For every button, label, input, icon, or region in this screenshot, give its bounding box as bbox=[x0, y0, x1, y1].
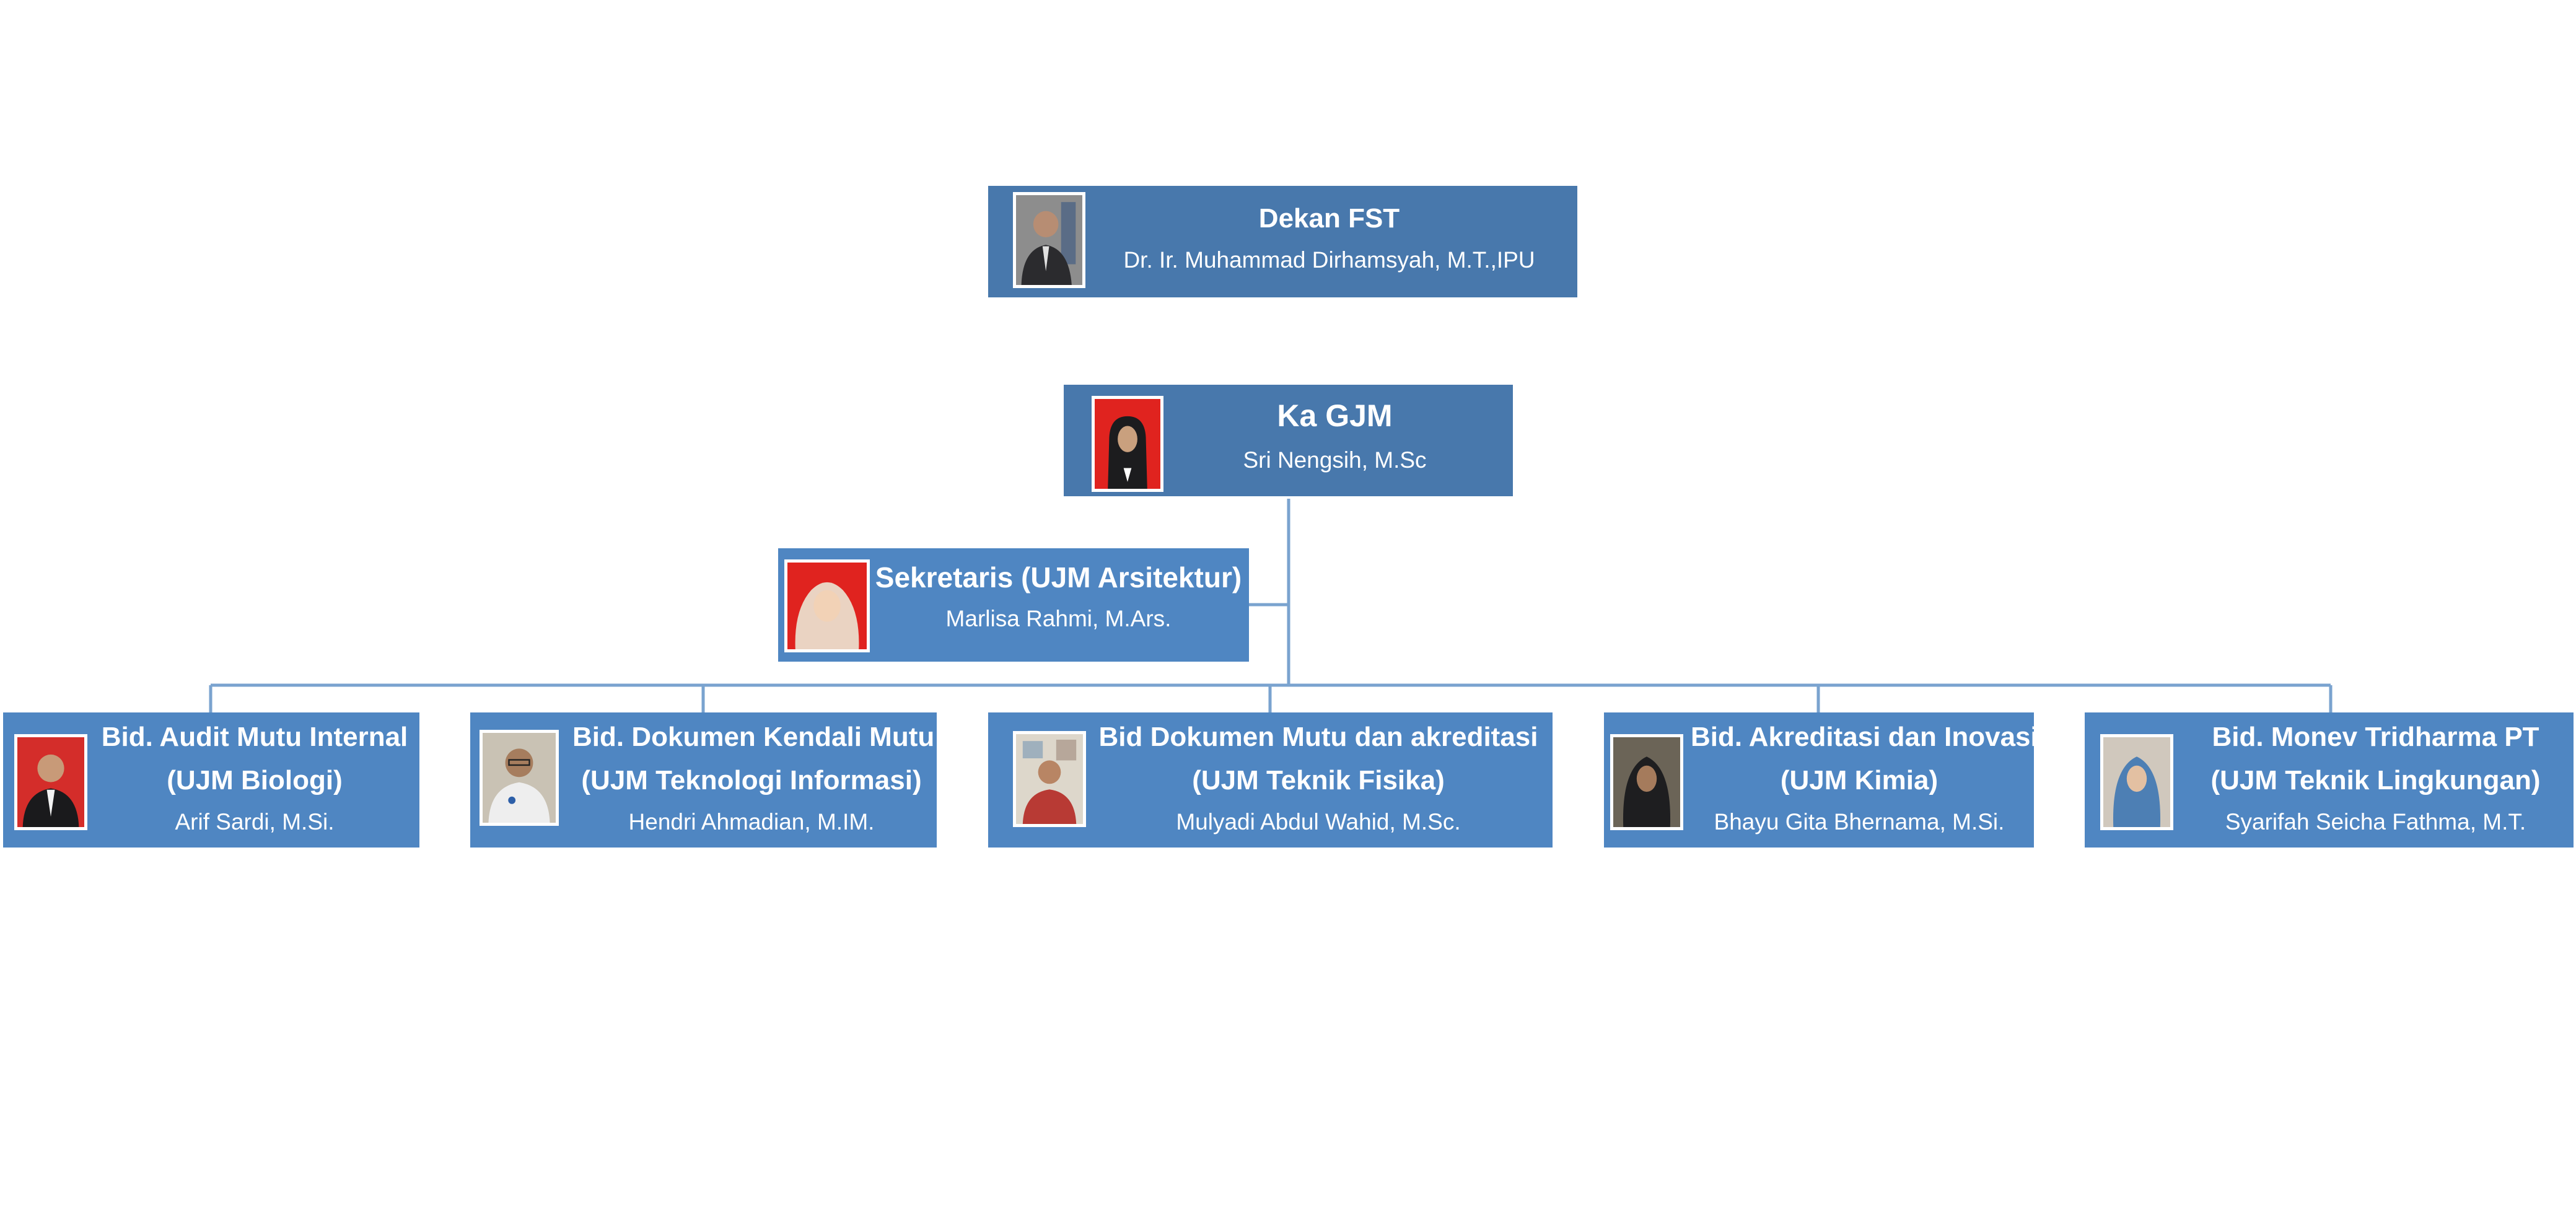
portrait-man-grey-background-icon bbox=[1013, 192, 1085, 288]
division-title-line1: Bid. Monev Tridharma PT bbox=[2212, 722, 2539, 752]
division-1-text: Bid. Audit Mutu Internal (UJM Biologi) A… bbox=[96, 716, 413, 842]
head-node: Ka GJM Sri Nengsih, M.Sc bbox=[1064, 385, 1513, 496]
division-node-akreditasi-inovasi: Bid. Akreditasi dan Inovasi (UJM Kimia) … bbox=[1604, 712, 2038, 848]
portrait-man-red-shirt-icon bbox=[1013, 731, 1086, 827]
division-4-text: Bid. Akreditasi dan Inovasi (UJM Kimia) … bbox=[1691, 716, 2038, 842]
division-node-dokumen-mutu-akreditasi: Bid Dokumen Mutu dan akreditasi (UJM Tek… bbox=[988, 712, 1553, 848]
head-title: Ka GJM bbox=[1277, 398, 1393, 433]
head-name: Sri Nengsih, M.Sc bbox=[1243, 447, 1427, 473]
portrait-woman-hijab-red-background-icon bbox=[784, 559, 870, 652]
division-member-name: Mulyadi Abdul Wahid, M.Sc. bbox=[1176, 809, 1461, 835]
division-member-name: Hendri Ahmadian, M.IM. bbox=[628, 809, 875, 835]
portrait-man-red-background-icon bbox=[14, 734, 87, 830]
division-5-text: Bid. Monev Tridharma PT (UJM Teknik Ling… bbox=[2184, 716, 2567, 842]
division-title-line2: (UJM Teknologi Informasi) bbox=[581, 765, 922, 795]
division-title-line2: (UJM Teknik Lingkungan) bbox=[2210, 765, 2541, 795]
division-title-line2: (UJM Teknik Fisika) bbox=[1192, 765, 1445, 795]
division-3-text: Bid Dokumen Mutu dan akreditasi (UJM Tek… bbox=[1097, 716, 1540, 842]
division-title-line1: Bid. Akreditasi dan Inovasi bbox=[1691, 722, 2038, 752]
dean-title: Dekan FST bbox=[1258, 203, 1400, 234]
portrait-woman-hijab-dark-icon bbox=[1610, 734, 1683, 830]
portrait-woman-hijab-red-background-icon bbox=[1092, 396, 1163, 492]
dean-text: Dekan FST Dr. Ir. Muhammad Dirhamsyah, M… bbox=[1093, 197, 1565, 280]
division-title-line2: (UJM Biologi) bbox=[167, 765, 343, 795]
division-node-audit-mutu-internal: Bid. Audit Mutu Internal (UJM Biologi) A… bbox=[3, 712, 419, 848]
portrait-man-glasses-icon bbox=[480, 730, 559, 826]
division-member-name: Syarifah Seicha Fathma, M.T. bbox=[2225, 809, 2526, 835]
division-member-name: Arif Sardi, M.Si. bbox=[175, 809, 335, 835]
secretary-text: Sekretaris (UJM Arsitektur) Marlisa Rahm… bbox=[874, 556, 1243, 639]
division-title-line2: (UJM Kimia) bbox=[1780, 765, 1939, 795]
dean-name: Dr. Ir. Muhammad Dirhamsyah, M.T.,IPU bbox=[1123, 247, 1535, 273]
division-node-monev-tridharma: Bid. Monev Tridharma PT (UJM Teknik Ling… bbox=[2085, 712, 2574, 848]
division-member-name: Bhayu Gita Bhernama, M.Si. bbox=[1714, 809, 2005, 835]
secretary-name: Marlisa Rahmi, M.Ars. bbox=[945, 606, 1172, 631]
dean-node: Dekan FST Dr. Ir. Muhammad Dirhamsyah, M… bbox=[988, 186, 1577, 297]
secretary-node: Sekretaris (UJM Arsitektur) Marlisa Rahm… bbox=[778, 548, 1249, 662]
secretary-title: Sekretaris (UJM Arsitektur) bbox=[875, 561, 1242, 594]
head-text: Ka GJM Sri Nengsih, M.Sc bbox=[1181, 391, 1488, 480]
division-title-line1: Bid. Dokumen Kendali Mutu bbox=[572, 722, 935, 752]
portrait-woman-hijab-blue-icon bbox=[2100, 734, 2173, 830]
division-node-dokumen-kendali-mutu: Bid. Dokumen Kendali Mutu (UJM Teknologi… bbox=[470, 712, 937, 848]
division-title-line1: Bid Dokumen Mutu dan akreditasi bbox=[1098, 722, 1538, 752]
division-2-text: Bid. Dokumen Kendali Mutu (UJM Teknologi… bbox=[572, 716, 935, 842]
division-title-line1: Bid. Audit Mutu Internal bbox=[101, 722, 408, 752]
